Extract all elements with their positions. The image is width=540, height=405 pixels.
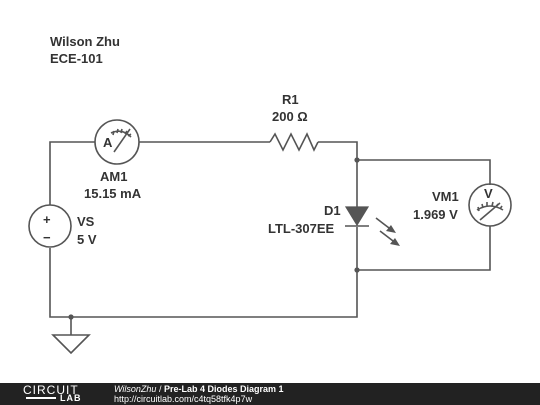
circuitlab-logo[interactable]: CIRCUIT LAB — [20, 383, 92, 404]
led-emission-arrowhead-1 — [386, 225, 396, 233]
footer-title: Pre-Lab 4 Diodes Diagram 1 — [163, 384, 284, 394]
footer-separator: / — [156, 384, 164, 394]
logo-text-top: CIRCUIT — [23, 383, 79, 397]
voltmeter-symbol: V — [468, 183, 512, 227]
footer-user-link[interactable]: WilsonZhu — [114, 384, 157, 394]
resistor-symbol — [269, 132, 319, 152]
footer-bar: CIRCUIT LAB WilsonZhu / Pre-Lab 4 Diodes… — [0, 383, 540, 405]
source-minus-sign: − — [43, 230, 51, 245]
led-diode-symbol — [344, 206, 400, 246]
wire-left-top — [49, 141, 95, 205]
diode-part: LTL-307EE — [268, 221, 335, 236]
wire-resistor-node — [318, 141, 358, 207]
voltmeter-letter: V — [484, 186, 493, 201]
diode-ref: D1 — [324, 203, 341, 218]
ammeter-ref: AM1 — [100, 169, 127, 184]
resistor-value: 200 Ω — [272, 109, 308, 124]
footer-text: WilsonZhu / Pre-Lab 4 Diodes Diagram 1 h… — [114, 384, 284, 404]
author-name: Wilson Zhu — [50, 34, 120, 49]
footer-url-link[interactable]: http://circuitlab.com/c4tq58tfk4p7w — [114, 394, 253, 404]
junction-dot-top — [354, 157, 360, 163]
voltmeter-reading: 1.969 V — [413, 207, 458, 222]
wire-voltmeter-top — [357, 159, 491, 185]
source-ref: VS — [77, 214, 95, 229]
author-course: ECE-101 — [50, 51, 103, 66]
ground-symbol — [51, 334, 91, 355]
wire-voltmeter-bottom — [357, 226, 491, 271]
voltage-source-symbol: + − — [28, 204, 72, 248]
resistor-ref: R1 — [282, 92, 299, 107]
source-value: 5 V — [77, 232, 97, 247]
led-emission-arrowhead-2 — [390, 238, 400, 246]
source-plus-sign: + — [43, 212, 51, 227]
logo-trace-icon — [26, 397, 56, 399]
ammeter-letter: A — [103, 135, 113, 150]
logo-text-bottom: LAB — [60, 393, 82, 403]
junction-dot-ground — [68, 314, 74, 320]
voltmeter-ref: VM1 — [432, 189, 459, 204]
schematic-canvas: Wilson Zhu ECE-101 A AM1 15.15 mA R1 200… — [28, 34, 512, 355]
ammeter-symbol: A — [94, 119, 140, 165]
ammeter-reading: 15.15 mA — [84, 186, 142, 201]
junction-dot-bottom — [354, 267, 360, 273]
